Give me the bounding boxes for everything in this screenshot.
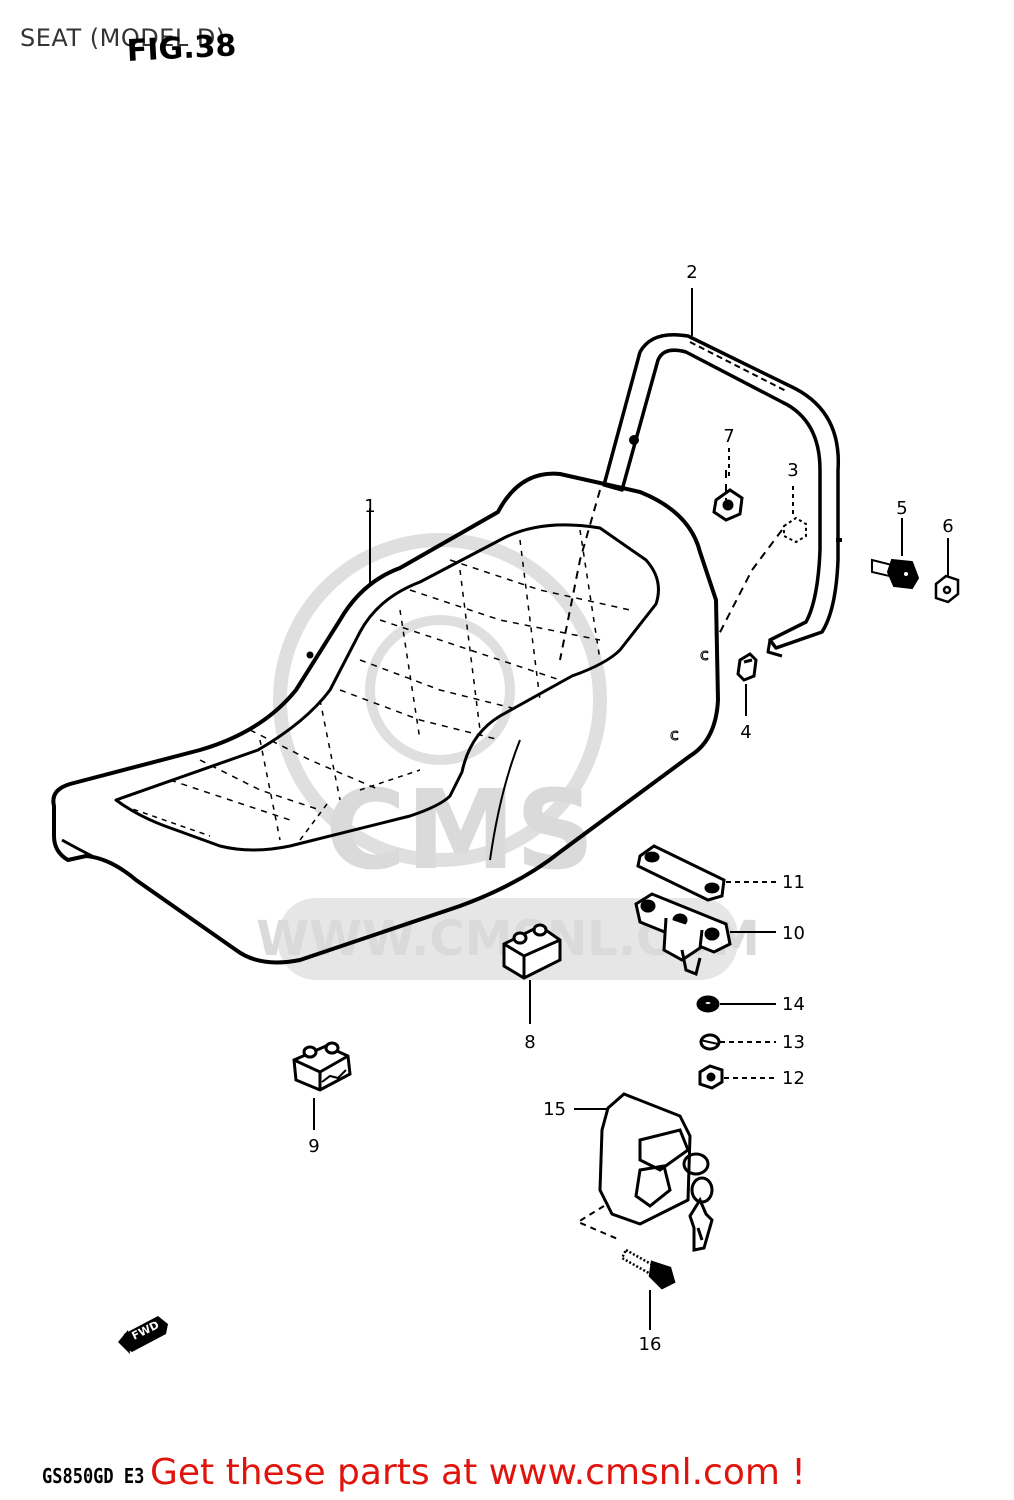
- part-3-nut: [783, 516, 807, 544]
- callout-2: 2: [686, 262, 697, 283]
- callout-8: 8: [524, 1032, 535, 1053]
- callout-3: 3: [787, 460, 798, 481]
- svg-text:c: c: [670, 725, 679, 744]
- callout-7: 7: [723, 426, 734, 447]
- fwd-arrow-icon: FWD: [118, 1316, 168, 1354]
- rail-mount-lines: [559, 470, 783, 661]
- part-5-bolt: [871, 558, 920, 590]
- part-4-cushion: [736, 652, 758, 682]
- callout-leaders: [313, 288, 949, 1330]
- callout-1: 1: [364, 496, 375, 517]
- part-6-nut: [934, 574, 960, 604]
- callout-9: 9: [308, 1136, 319, 1157]
- callout-labels: 1 2 3 4 5 6 7 8 9 10 11 12 13 14 15 16: [308, 262, 953, 1355]
- callout-13: 13: [782, 1032, 805, 1053]
- part-1-seat: c c: [51, 471, 720, 965]
- callout-6: 6: [942, 516, 953, 537]
- model-code: GS850GD E3: [42, 1464, 145, 1488]
- callout-4: 4: [740, 722, 751, 743]
- part-15-seat-lock: [598, 1092, 714, 1252]
- cta-link[interactable]: Get these parts at www.cmsnl.com !: [150, 1452, 806, 1493]
- svg-text:c: c: [700, 645, 709, 664]
- page-title: SEAT (MODEL D): [20, 24, 226, 52]
- callout-14: 14: [782, 994, 805, 1015]
- part-14-washer: [696, 995, 720, 1013]
- watermark-logo: CMS: [325, 766, 594, 894]
- part-12-nut: [698, 1064, 724, 1090]
- part-10-hinge: [634, 892, 732, 977]
- callout-11: 11: [782, 872, 805, 893]
- callout-10: 10: [782, 923, 805, 944]
- callout-16: 16: [639, 1334, 662, 1355]
- callout-15: 15: [543, 1099, 566, 1120]
- part-2-seat-rail: [602, 333, 842, 658]
- part-7-nut: [712, 488, 744, 522]
- figure-number: FIG.38: [126, 28, 238, 69]
- lock-mount-line: [575, 1205, 621, 1241]
- part-11-plate: [636, 844, 726, 902]
- part-9-cushion: [292, 1041, 352, 1092]
- callout-5: 5: [896, 498, 907, 519]
- part-8-cushion: [502, 923, 562, 980]
- callout-12: 12: [782, 1068, 805, 1089]
- part-13-washer: [699, 1033, 721, 1051]
- part-16-screw: [620, 1248, 676, 1290]
